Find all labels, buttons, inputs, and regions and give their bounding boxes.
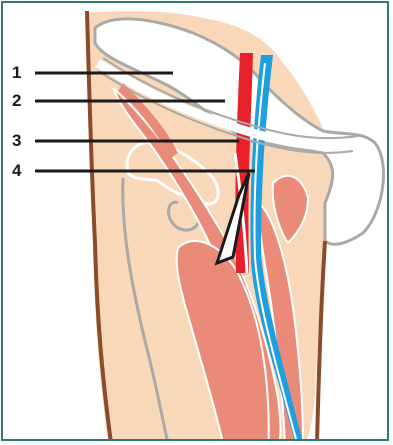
- label-number-3: 3: [12, 132, 21, 149]
- figure-frame: 1 2 3 4: [1, 1, 389, 441]
- thigh-anatomy-illustration: [3, 3, 389, 441]
- label-number-2: 2: [12, 92, 21, 109]
- label-number-1: 1: [12, 64, 21, 81]
- label-number-4: 4: [12, 162, 21, 179]
